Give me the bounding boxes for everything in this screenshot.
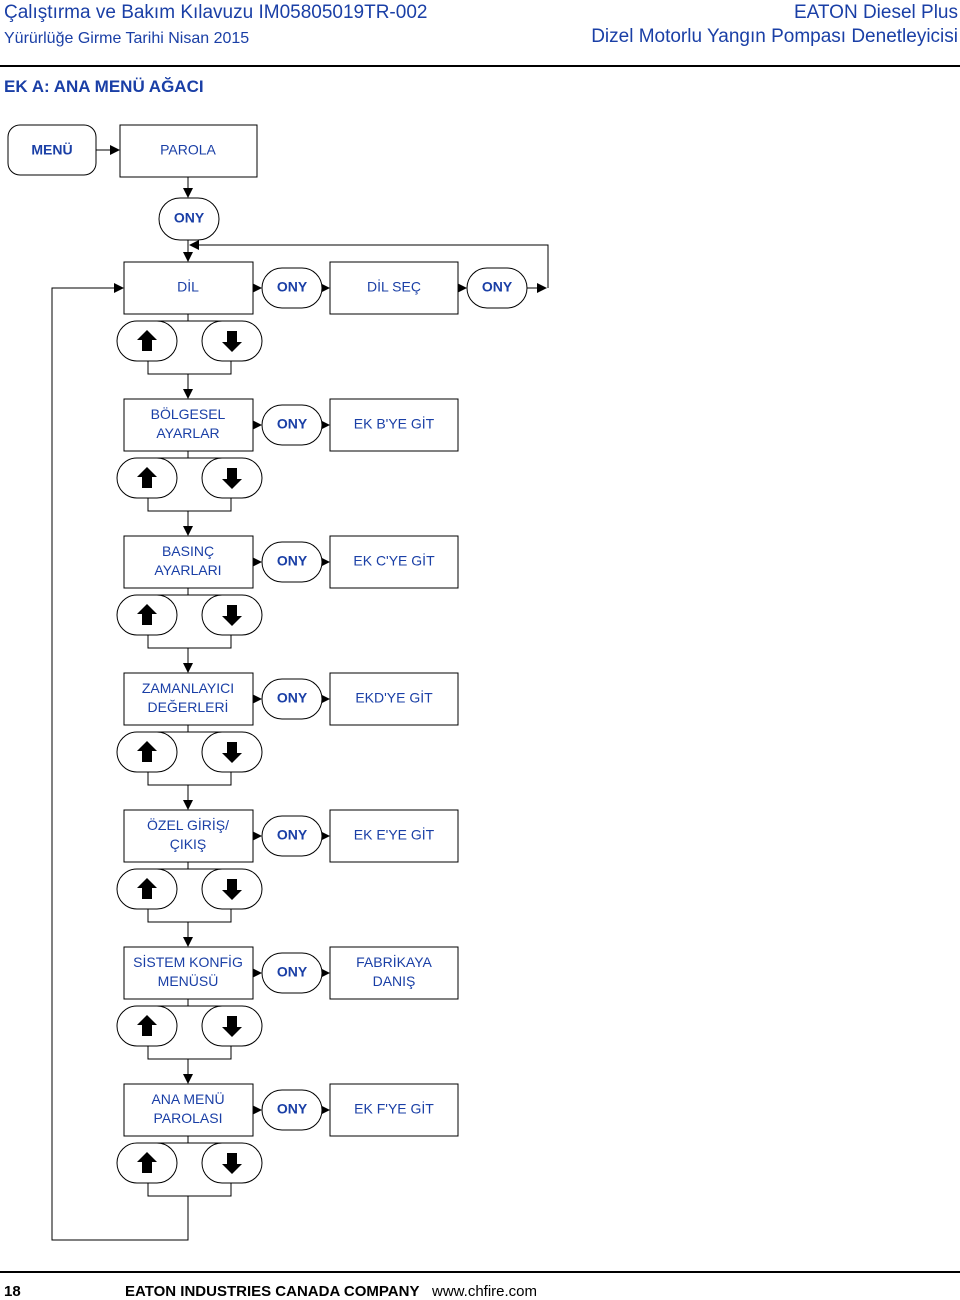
arrow-down-icon	[222, 1153, 242, 1174]
row-1-item-box	[123, 261, 254, 315]
password-node-label: PAROLA	[160, 142, 216, 158]
row-6-result-label: FABRİKAYA	[356, 953, 432, 970]
row-1-enter-button[interactable]	[261, 267, 323, 309]
section-title: EK A: ANA MENÜ AĞACI	[4, 77, 204, 96]
product-title: EATON Diesel Plus	[793, 2, 958, 23]
row-1-item-label: DİL	[177, 278, 199, 295]
row-5-item-box	[123, 809, 254, 863]
row-6-result-box	[329, 946, 459, 1000]
arrow-up-icon	[137, 1152, 157, 1173]
row-2-result-label: EK B'YE GİT	[354, 415, 435, 432]
page-number: 18	[4, 1283, 21, 1300]
row-1-result-enter-button[interactable]	[466, 267, 528, 309]
row-7-result-label: EK F'YE GİT	[354, 1100, 434, 1117]
row-3-result-box	[329, 535, 459, 589]
row-6-item-box	[123, 946, 254, 1000]
arrow-up-icon	[137, 741, 157, 762]
row-7-result-box	[329, 1083, 459, 1137]
password-node	[119, 124, 258, 178]
row-7-item-label: PAROLASI	[154, 1110, 223, 1126]
row-7-enter-button[interactable]	[261, 1089, 323, 1131]
row-3-item-label: BASINÇ	[162, 543, 214, 559]
row-3-enter-label: ONY	[277, 553, 308, 569]
row-4-enter-label: ONY	[277, 690, 308, 706]
row-2-enter-button[interactable]	[261, 404, 323, 446]
row-3-result-label: EK C'YE GİT	[353, 552, 435, 569]
row-5-enter-label: ONY	[277, 827, 308, 843]
row-3-enter-button[interactable]	[261, 541, 323, 583]
manual-title: Çalıştırma ve Bakım Kılavuzu IM05805019T…	[4, 2, 428, 23]
row-3-nav-join	[147, 635, 232, 649]
row-1-result-box	[329, 261, 459, 315]
enter-label: ONY	[174, 210, 205, 226]
row-1-result-enter-label: ONY	[482, 279, 513, 295]
row-2-item-box	[123, 398, 254, 452]
enter-button-top[interactable]	[158, 197, 220, 241]
row-4-result-box	[329, 672, 459, 726]
row-6-item-label: SİSTEM KONFİG	[133, 953, 243, 970]
row-2-enter-label: ONY	[277, 416, 308, 432]
menu-tree-diagram: MENÜ PAROLA ONY DİL ONY DİL SEÇ ONY BÖLGESEL AYA…	[7, 124, 549, 1241]
footer-rule	[0, 1271, 960, 1273]
row-1-nav-join	[147, 361, 232, 375]
row-5-enter-button[interactable]	[261, 815, 323, 857]
website-url: www.chfire.com	[432, 1283, 538, 1300]
row-4-nav-join	[147, 772, 232, 786]
row-5-item-label: ÖZEL GİRİŞ/	[147, 816, 229, 833]
row-4-enter-button[interactable]	[261, 678, 323, 720]
return-loop-right	[190, 244, 549, 288]
arrow-up-icon	[137, 467, 157, 488]
arrow-down-icon	[222, 468, 242, 489]
menu-node-label: MENÜ	[31, 142, 72, 158]
row-2-result-box	[329, 398, 459, 452]
company-name: EATON INDUSTRIES CANADA COMPANY	[125, 1283, 420, 1300]
row-6-enter-label: ONY	[277, 964, 308, 980]
arrow-up-icon	[137, 330, 157, 351]
arrow-up-icon	[137, 1015, 157, 1036]
row-4-item-box	[123, 672, 254, 726]
row-5-item-label: ÇIKIŞ	[170, 836, 207, 852]
row-4-result-label: EKD'YE GİT	[355, 689, 433, 706]
arrow-up-icon	[137, 878, 157, 899]
effective-date: Yürürlüğe Girme Tarihi Nisan 2015	[4, 30, 250, 47]
product-subtitle: Dizel Motorlu Yangın Pompası Denetleyici…	[591, 26, 958, 47]
row-1-enter-label: ONY	[277, 279, 308, 295]
header-rule	[0, 65, 960, 67]
row-6-enter-button[interactable]	[261, 952, 323, 994]
row-6-item-label: MENÜSÜ	[158, 972, 219, 989]
row-5-result-label: EK E'YE GİT	[354, 826, 435, 843]
row-4-item-label: ZAMANLAYICI	[142, 680, 234, 696]
arrow-up-icon	[137, 604, 157, 625]
arrow-down-icon	[222, 1016, 242, 1037]
arrow-down-icon	[222, 605, 242, 626]
row-3-item-box	[123, 535, 254, 589]
row-2-item-label: BÖLGESEL	[151, 405, 226, 422]
row-6-nav-join	[147, 1046, 232, 1060]
row-7-enter-label: ONY	[277, 1101, 308, 1117]
row-5-result-box	[329, 809, 459, 863]
row-4-item-label: DEĞERLERİ	[148, 698, 229, 715]
row-5-nav-join	[147, 909, 232, 923]
row-2-nav-join	[147, 498, 232, 512]
row-7-item-box	[123, 1083, 254, 1137]
menu-node[interactable]	[7, 124, 97, 176]
row-1-result-label: DİL SEÇ	[367, 278, 421, 295]
return-loop-left	[51, 287, 189, 1241]
arrow-down-icon	[222, 331, 242, 352]
arrow-down-icon	[222, 742, 242, 763]
row-2-item-label: AYARLAR	[156, 425, 219, 441]
row-7-nav-join	[147, 1183, 232, 1197]
row-7-item-label: ANA MENÜ	[151, 1090, 224, 1107]
arrow-down-icon	[222, 879, 242, 900]
row-3-item-label: AYARLARI	[154, 562, 221, 578]
row-6-result-label: DANIŞ	[373, 973, 416, 989]
